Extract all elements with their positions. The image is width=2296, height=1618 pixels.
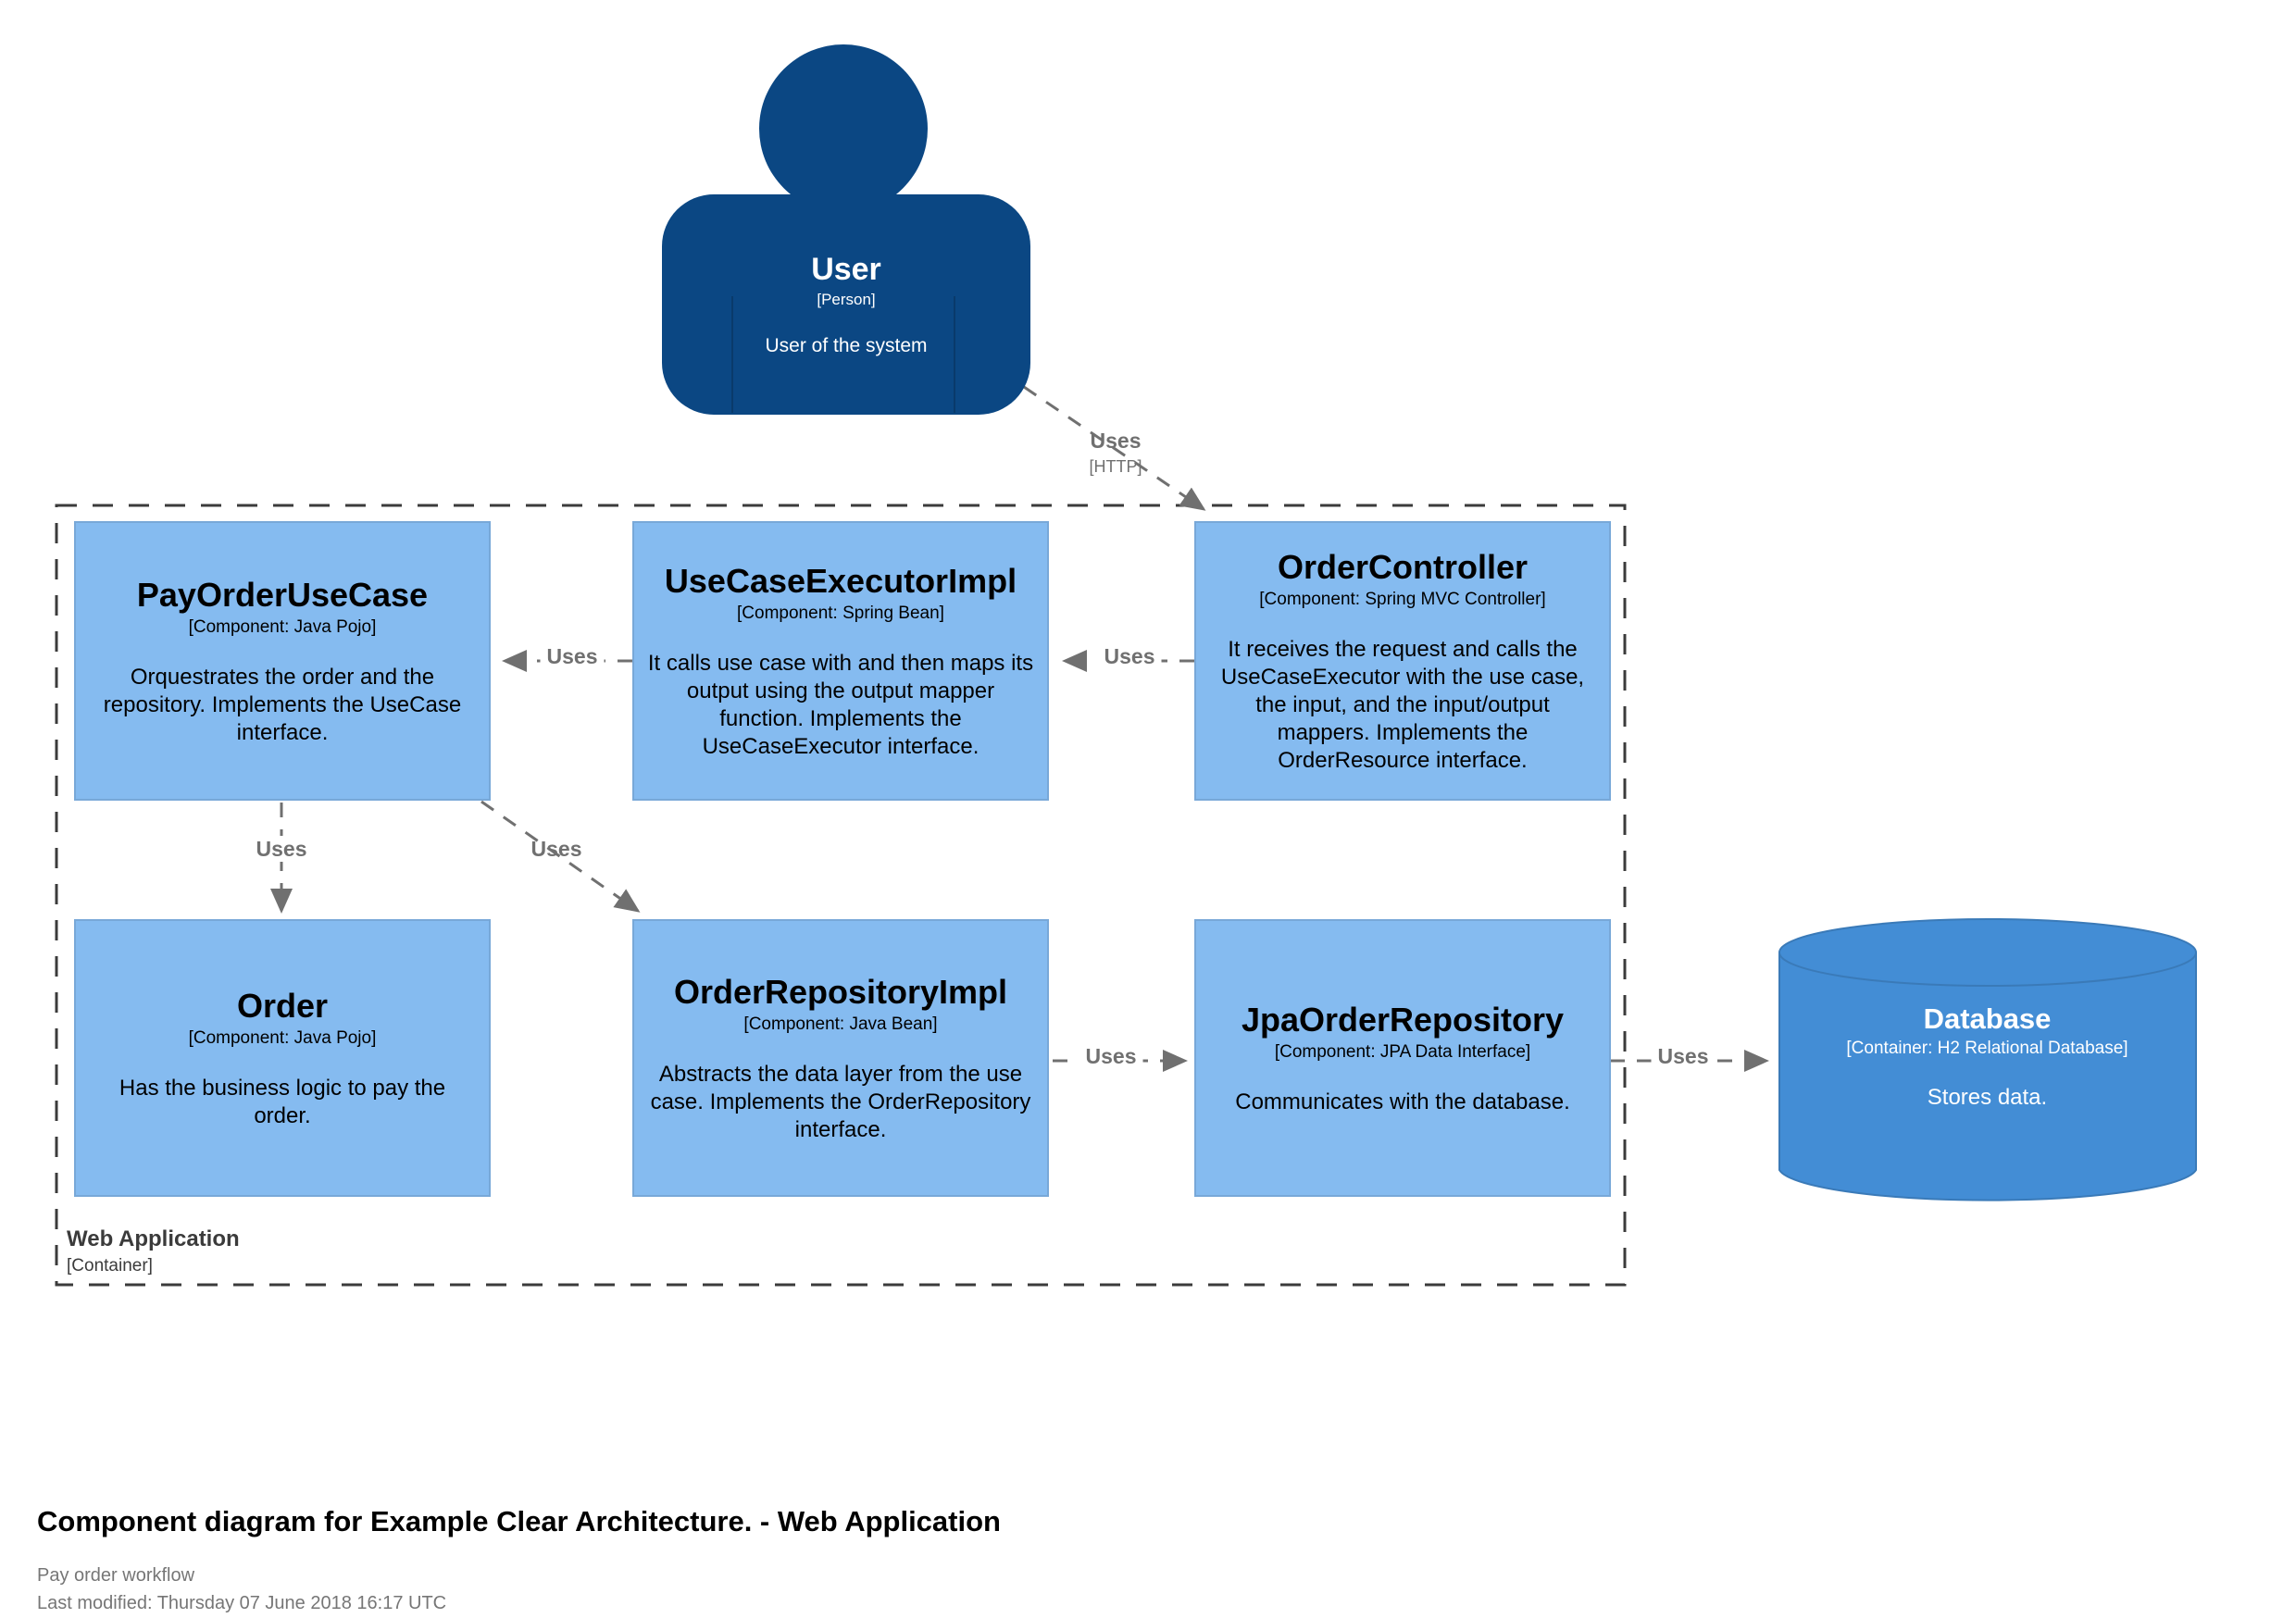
edge-label-user-ordercontroller: Uses [HTTP] (1090, 429, 1142, 477)
container-boundary-label: Web Application [Container] (67, 1226, 240, 1277)
component-title: OrderController (1277, 547, 1529, 586)
component-node-usecaseexecutorimpl: UseCaseExecutorImpl [Component: Spring B… (632, 521, 1049, 801)
edge-label-jpaorderrepository-database: Uses (1651, 1043, 1716, 1069)
person-name: User (811, 252, 881, 287)
person-icon (759, 44, 928, 213)
component-description: Communicates with the database. (1235, 1089, 1570, 1114)
diagram-last-modified: Last modified: Thursday 07 June 2018 16:… (37, 1593, 447, 1613)
diagram-subtitle: Pay order workflow (37, 1565, 195, 1586)
component-meta: [Component: Spring Bean] (737, 603, 944, 623)
component-node-ordercontroller: OrderController [Component: Spring MVC C… (1194, 521, 1611, 801)
container-boundary-name: Web Application (67, 1226, 240, 1251)
edge-label-executor-payorderusecase: Uses (540, 643, 605, 669)
container-boundary (55, 504, 1627, 1287)
component-node-orderrepositoryimpl: OrderRepositoryImpl [Component: Java Bea… (632, 919, 1049, 1197)
component-meta: [Component: Java Bean] (743, 1014, 938, 1034)
component-meta: [Component: Java Pojo] (188, 1027, 377, 1048)
component-description: Abstracts the data layer from the use ca… (650, 1061, 1031, 1142)
component-title: UseCaseExecutorImpl (664, 561, 1017, 600)
component-description: It receives the request and calls the Us… (1220, 636, 1585, 773)
component-meta: [Component: Spring MVC Controller] (1259, 589, 1546, 609)
component-title: JpaOrderRepository (1241, 1000, 1565, 1039)
diagram-title: Component diagram for Example Clear Arch… (37, 1505, 1001, 1537)
component-description: Has the business logic to pay the order. (119, 1075, 446, 1128)
database-title: Database (1923, 1002, 2052, 1035)
component-node-order: Order [Component: Java Pojo] Has the bus… (74, 919, 491, 1197)
person-arm-line (954, 296, 955, 413)
edge-label-payorderusecase-order: Uses (249, 836, 314, 862)
component-meta: [Component: JPA Data Interface] (1274, 1041, 1531, 1062)
person-node-user: User [Person] User of the system (662, 194, 1030, 415)
database-meta: [Container: H2 Relational Database] (1846, 1039, 2128, 1058)
person-arm-line (731, 296, 733, 413)
component-title: PayOrderUseCase (136, 575, 429, 614)
edge-label-payorderusecase-orderrepositoryimpl: Uses (530, 837, 582, 861)
component-title: Order (236, 986, 329, 1025)
person-description: User of the system (765, 335, 928, 356)
edge-label-ordercontroller-executor: Uses (1097, 643, 1162, 669)
component-title: OrderRepositoryImpl (673, 972, 1008, 1011)
database-icon (1778, 918, 2197, 1201)
component-description: It calls use case with and then maps its… (647, 650, 1034, 759)
edge-user-ordercontroller (1023, 385, 1206, 511)
container-boundary-meta: [Container] (67, 1256, 153, 1276)
component-meta: [Component: Java Pojo] (188, 616, 377, 637)
edge-label-text: Uses (1090, 429, 1142, 453)
component-node-jpaorderrepository: JpaOrderRepository [Component: JPA Data … (1194, 919, 1611, 1197)
database-node: Database [Container: H2 Relational Datab… (1778, 1002, 2197, 1112)
edge-label-orderrepositoryimpl-jpaorderrepository: Uses (1079, 1043, 1143, 1069)
component-description: Orquestrates the order and the repositor… (103, 664, 462, 745)
person-meta: [Person] (817, 291, 876, 308)
component-node-payorderusecase: PayOrderUseCase [Component: Java Pojo] O… (74, 521, 491, 801)
edge-label-meta: [HTTP] (1089, 457, 1142, 476)
edge-payorderusecase-orderrepositoryimpl (480, 800, 641, 913)
database-description: Stores data. (1927, 1085, 2048, 1110)
